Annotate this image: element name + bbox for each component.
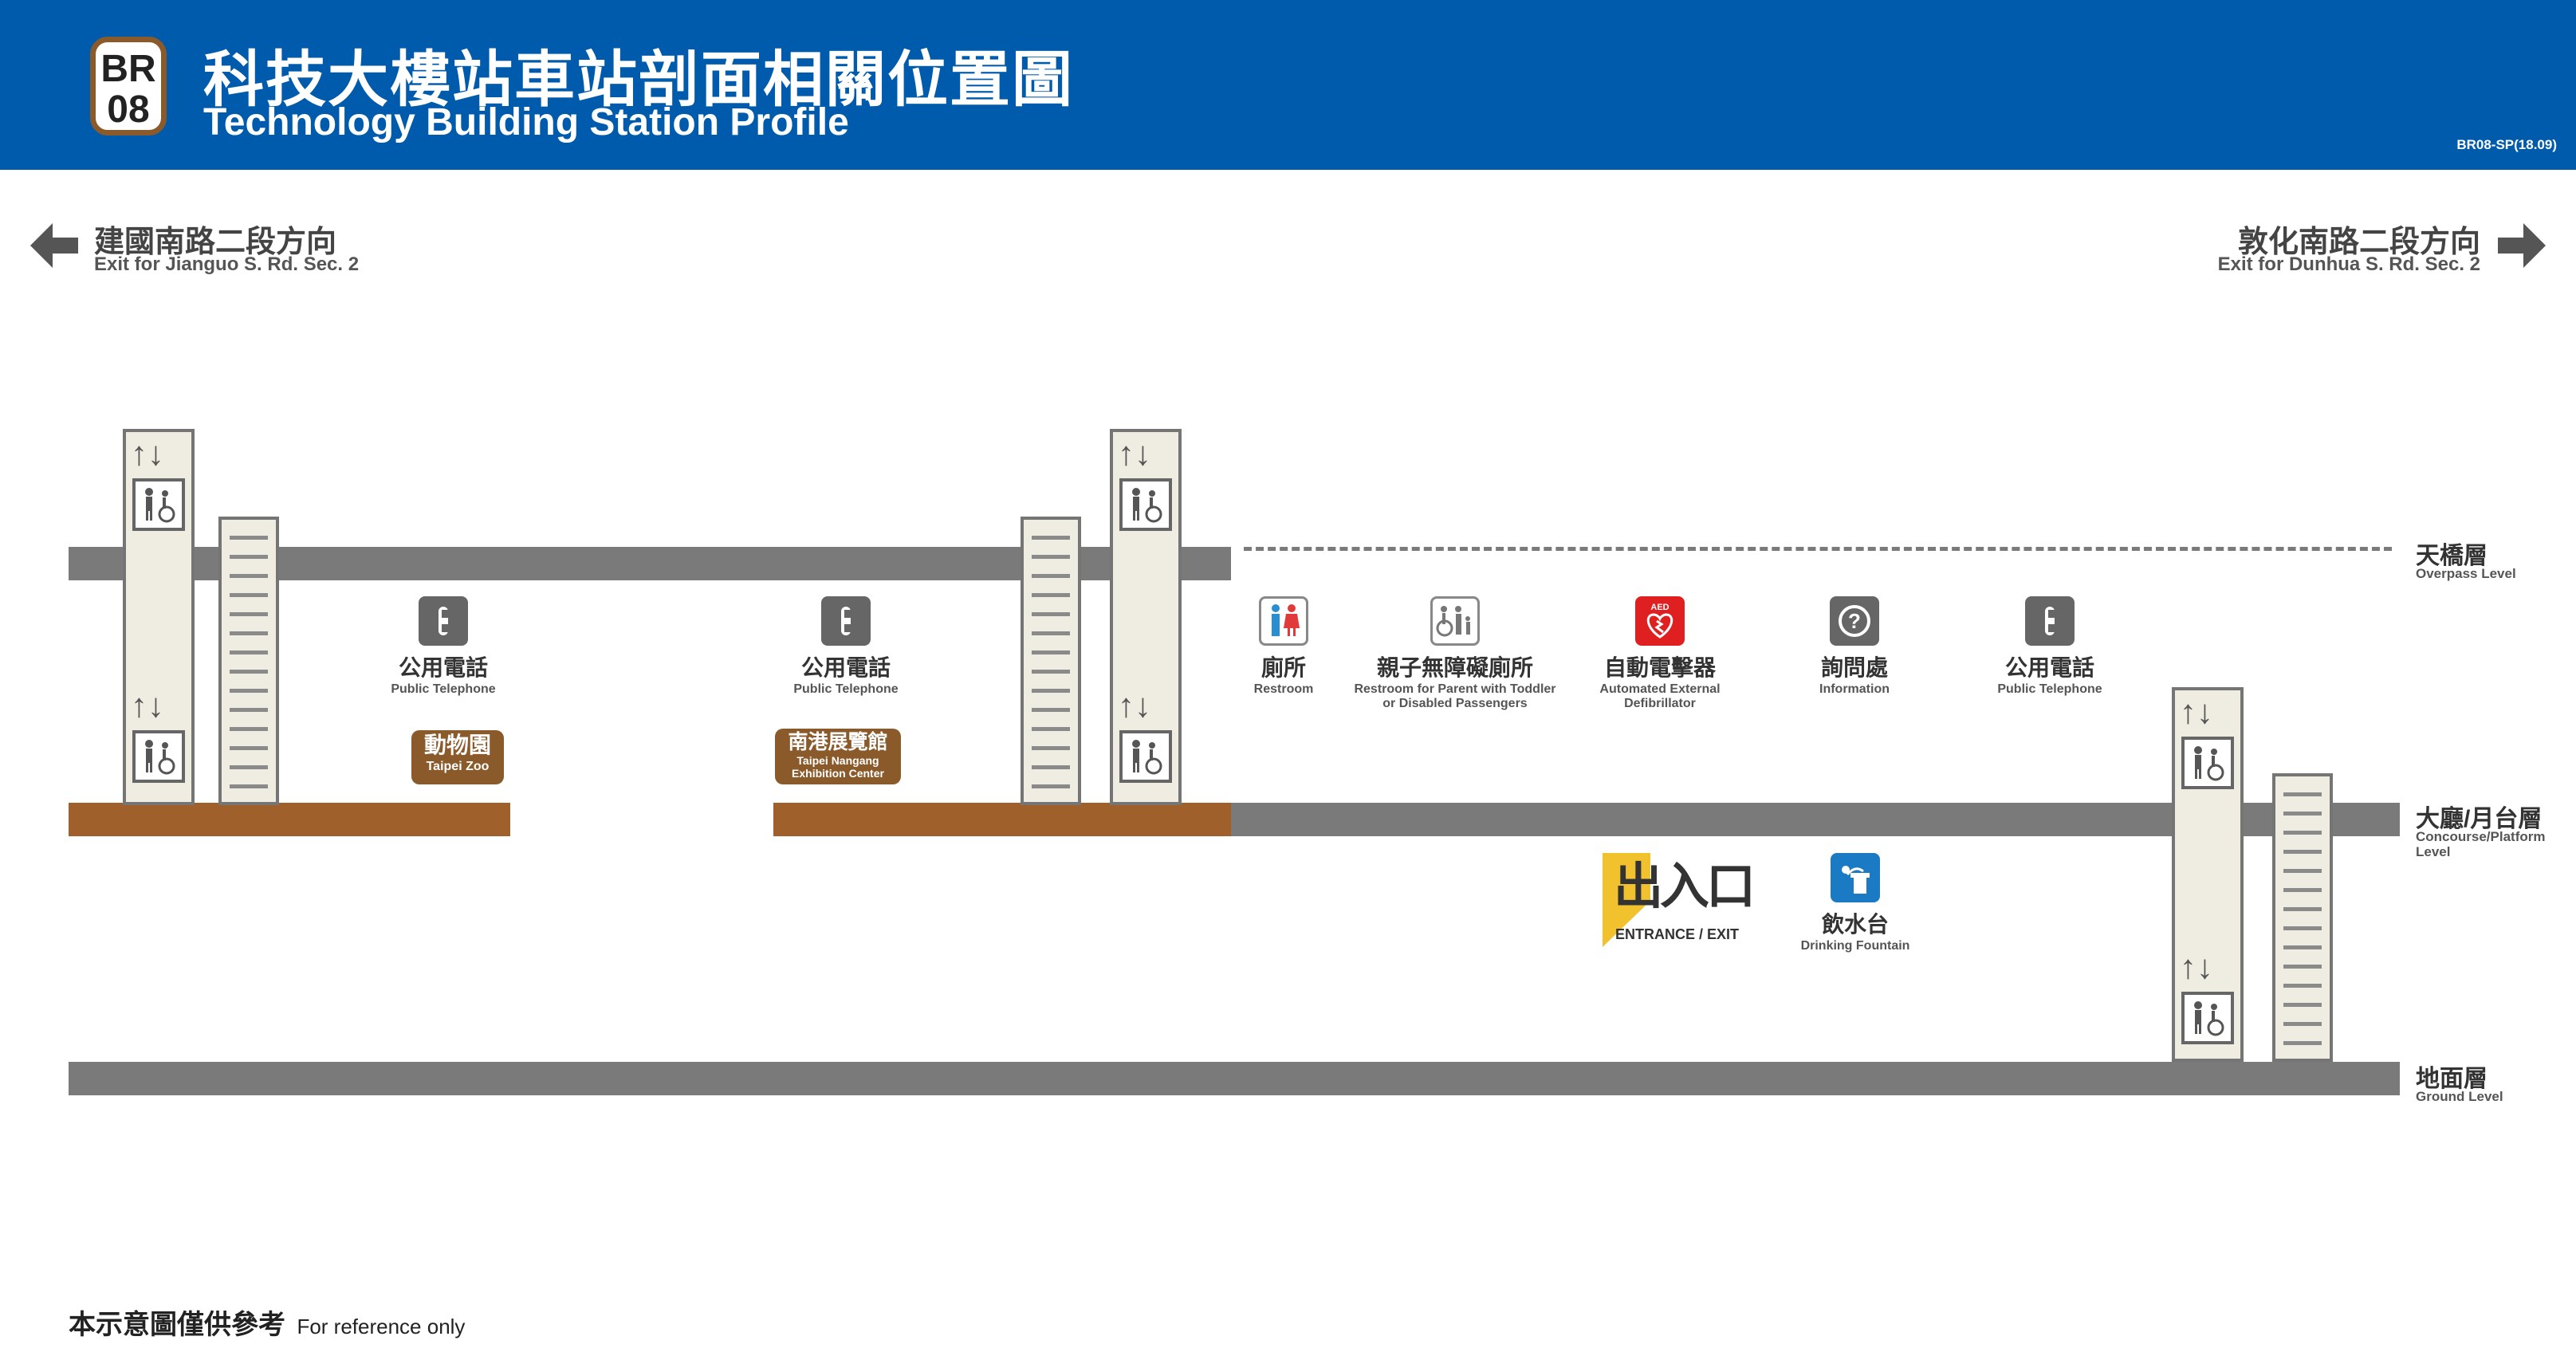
ground-level-label: 地面層 — [2416, 1066, 2488, 1092]
entrance-exit-zh: 出入口 — [1614, 859, 1756, 914]
entrance-exit-sign: 出入口 ENTRANCE / EXIT — [1603, 853, 1756, 949]
telephone-icon — [2025, 596, 2075, 646]
direction-right-zh: 敦化南路二段方向 — [2237, 226, 2480, 259]
ground-level-label-en: Ground Level — [2416, 1089, 2503, 1104]
elevator-middle: ↑↓ ↑↓ — [1110, 429, 1182, 805]
overpass-level-label-en: Overpass Level — [2416, 566, 2516, 581]
arrow-right-icon — [2498, 223, 2546, 268]
platform-zoo-bound — [69, 803, 510, 836]
direction-left-zh: 建國南路二段方向 — [94, 226, 337, 259]
escalator-middle — [1021, 517, 1081, 805]
elevator-east: ↑↓ ↑↓ — [2172, 687, 2244, 1062]
public-telephone-west: 公用電話 Public Telephone — [340, 596, 547, 697]
station-number: 08 — [107, 88, 150, 131]
overpass-level-label: 天橋層 — [2416, 543, 2488, 569]
elevator-icon — [1119, 478, 1172, 531]
up-down-arrow-icon: ↑↓ — [131, 686, 164, 724]
station-badge: BR 08 — [90, 37, 167, 136]
direction-tag-zoo: 動物園 Taipei Zoo — [411, 730, 504, 784]
overpass-level-line — [1244, 547, 2392, 551]
direction-tag-nangang: 南港展覽館 Taipei Nangang Exhibition Center — [775, 729, 901, 784]
facility-label: 公用電話 — [398, 655, 488, 680]
entrance-exit-icon — [1603, 853, 1650, 947]
facility-label-en: Public Telephone — [391, 682, 496, 696]
tag-label-en: Taipei Nangang Exhibition Center — [792, 754, 884, 780]
elevator-icon — [132, 730, 185, 783]
facility-label: 公用電話 — [800, 655, 891, 680]
concourse-level-label-en: Concourse/Platform Level — [2416, 829, 2546, 859]
up-down-arrow-icon: ↑↓ — [131, 434, 164, 472]
elevator-icon — [2181, 737, 2234, 789]
family-accessible-restroom: 親子無障礙廁所 Restroom for Parent with Toddler… — [1347, 596, 1563, 711]
elevator-west: ↑↓ ↑↓ — [123, 429, 195, 805]
up-down-arrow-icon: ↑↓ — [2180, 948, 2213, 985]
facility-label-en: Public Telephone — [1997, 682, 2102, 696]
facility-label-en: Restroom for Parent with Toddler or Disa… — [1354, 682, 1556, 710]
page-title-en: Technology Building Station Profile — [203, 101, 849, 143]
telephone-icon — [419, 596, 468, 646]
tag-label: 動物園 — [423, 733, 491, 757]
aed-icon: AED — [1635, 596, 1685, 646]
drinking-fountain: 飲水台 Drinking Fountain — [1752, 853, 1959, 953]
question-icon: ? — [1830, 596, 1879, 646]
disclaimer: 本示意圖僅供參考 For reference only — [69, 1303, 465, 1342]
tag-label-en: Taipei Zoo — [426, 760, 490, 773]
document-code: BR08-SP(18.09) — [2456, 137, 2557, 152]
restroom-icon — [1259, 596, 1308, 646]
aed: AED 自動電擊器 Automated External Defibrillat… — [1556, 596, 1764, 711]
platform-nangang-bound — [773, 803, 1231, 836]
public-telephone-middle: 公用電話 Public Telephone — [742, 596, 950, 697]
escalator-west — [218, 517, 279, 805]
facility-label-en: Restroom — [1253, 682, 1314, 696]
concourse-level-label: 大廳/月台層 — [2416, 806, 2543, 832]
facility-label-en: Information — [1819, 682, 1890, 696]
up-down-arrow-icon: ↑↓ — [1118, 434, 1151, 472]
telephone-icon — [821, 596, 871, 646]
drinking-fountain-icon — [1831, 853, 1880, 902]
facility-label: 詢問處 — [1820, 655, 1888, 680]
page-title-zh: 科技大樓站車站剖面相關位置圖 — [203, 46, 1074, 114]
disclaimer-en: For reference only — [297, 1315, 466, 1338]
direction-left-en: Exit for Jianguo S. Rd. Sec. 2 — [94, 254, 360, 275]
elevator-icon — [1119, 730, 1172, 783]
facility-label: 飲水台 — [1821, 912, 1889, 937]
facility-label-en: Automated External Defibrillator — [1599, 682, 1721, 710]
escalator-east — [2272, 773, 2333, 1062]
public-telephone-east: 公用電話 Public Telephone — [1946, 596, 2153, 697]
entrance-exit-en: ENTRANCE / EXIT — [1615, 926, 1740, 942]
family-restroom-icon — [1430, 596, 1480, 646]
restroom: 廁所 Restroom — [1180, 596, 1387, 697]
disclaimer-zh: 本示意圖僅供參考 — [69, 1310, 285, 1340]
facility-label-en: Public Telephone — [793, 682, 899, 696]
up-down-arrow-icon: ↑↓ — [2180, 693, 2213, 730]
facility-label: 廁所 — [1260, 655, 1306, 680]
information-desk: ? 詢問處 Information — [1751, 596, 1958, 697]
header-bar — [0, 0, 2576, 170]
facility-label: 自動電擊器 — [1603, 655, 1716, 680]
line-code: BR — [100, 48, 156, 90]
facility-label: 公用電話 — [2004, 655, 2094, 680]
tag-label: 南港展覽館 — [788, 731, 888, 753]
up-down-arrow-icon: ↑↓ — [1118, 686, 1151, 724]
facility-label-en: Drinking Fountain — [1800, 939, 1910, 953]
arrow-left-icon — [30, 223, 78, 268]
elevator-icon — [2181, 992, 2234, 1044]
aed-badge-text: AED — [1650, 603, 1669, 612]
direction-right-en: Exit for Dunhua S. Rd. Sec. 2 — [2217, 254, 2480, 275]
elevator-icon — [132, 478, 185, 531]
svg-text:?: ? — [1848, 609, 1861, 633]
facility-label: 親子無障礙廁所 — [1376, 655, 1533, 680]
ground-level-floor — [69, 1062, 2400, 1095]
